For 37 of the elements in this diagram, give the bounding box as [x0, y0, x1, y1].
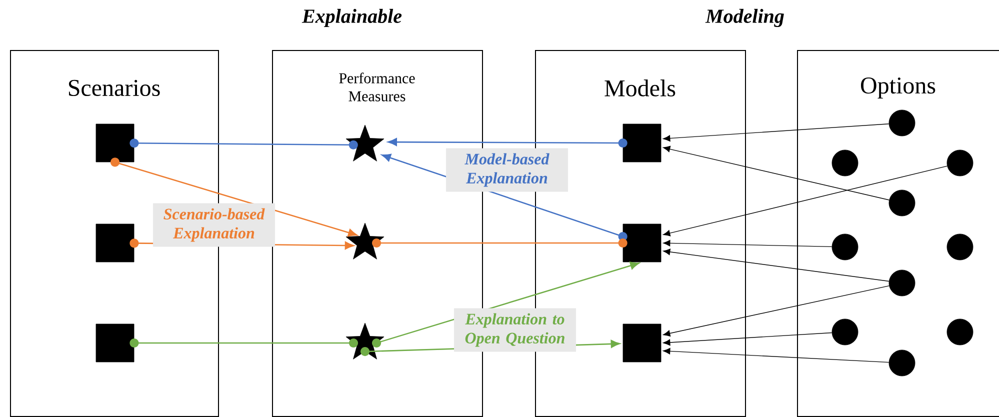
dot: [888, 110, 916, 136]
edge-label: Explanation to Open Question: [454, 308, 576, 352]
square: [622, 324, 662, 362]
arrow: [663, 240, 832, 248]
heading: Modeling: [705, 8, 784, 28]
arrow: [663, 166, 948, 236]
dot: [946, 234, 974, 260]
arrow: [130, 138, 358, 150]
star: [346, 124, 384, 162]
square: [96, 324, 134, 362]
arrow: [372, 238, 628, 248]
dot: [832, 150, 858, 176]
arrow: [130, 338, 358, 348]
arrow: [110, 158, 358, 237]
square: [622, 124, 662, 162]
panel: Options: [797, 50, 999, 417]
arrow: [663, 332, 832, 346]
dot: [888, 350, 916, 376]
arrow: [663, 146, 890, 200]
dot: [888, 270, 916, 296]
square: [96, 224, 134, 262]
edge-label: Scenario-based Explanation: [153, 203, 275, 247]
star: [346, 222, 384, 260]
square: [96, 124, 134, 162]
square: [622, 224, 662, 262]
arrow: [663, 348, 890, 363]
arrow: [663, 124, 890, 142]
heading: Explainable: [302, 8, 402, 28]
dot: [946, 150, 974, 176]
edge-label: Model-based Explanation: [446, 148, 568, 192]
arrow: [663, 285, 890, 337]
dot: [832, 318, 858, 346]
dot: [888, 190, 916, 216]
arrow: [388, 138, 628, 148]
dot: [946, 318, 974, 346]
arrow: [663, 248, 890, 282]
dot: [832, 234, 858, 260]
